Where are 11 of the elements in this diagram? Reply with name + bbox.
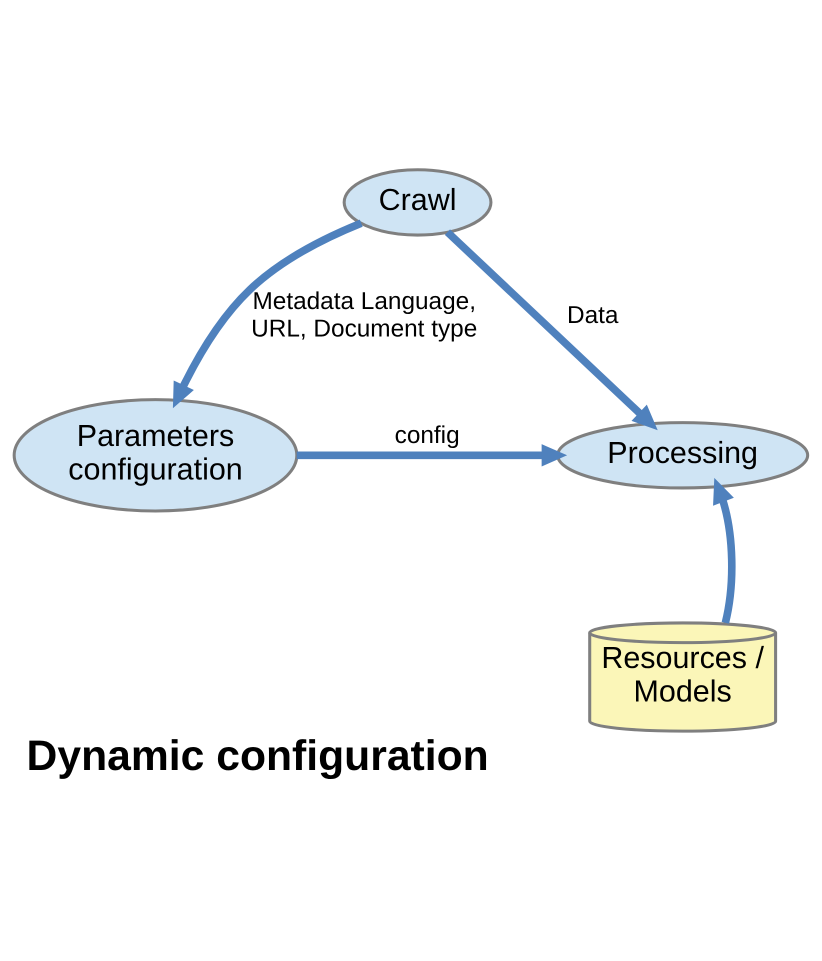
node-ellipse: Processing bbox=[556, 421, 810, 490]
arrow bbox=[713, 478, 736, 624]
arrow bbox=[444, 229, 658, 430]
node-ellipse: Crawl bbox=[342, 168, 492, 237]
edge-label: Data bbox=[567, 302, 618, 329]
edge-label: config bbox=[394, 422, 460, 449]
node-ellipse: Parameters configuration bbox=[12, 398, 298, 512]
arrow bbox=[172, 220, 363, 408]
arrow bbox=[296, 444, 568, 466]
diagram-title: Dynamic configuration bbox=[26, 732, 489, 780]
edge-label: Metadata Language, URL, Document type bbox=[251, 288, 478, 343]
